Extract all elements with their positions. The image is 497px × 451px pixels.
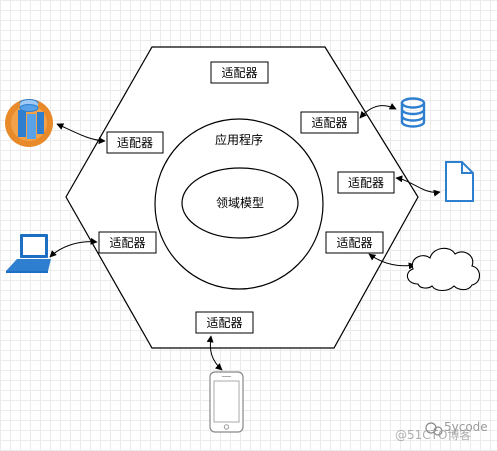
domain-model-label: 领域模型 [216, 196, 264, 210]
svg-text:适配器: 适配器 [221, 66, 257, 80]
adapter-upper-right: 适配器 [300, 111, 359, 134]
watermark: 5ycode @51CTO博客 [395, 420, 488, 442]
laptop-icon [6, 234, 51, 273]
adapter-top: 适配器 [210, 61, 269, 84]
domain-model-ellipse [181, 167, 299, 239]
application-label: 应用程序 [215, 132, 263, 147]
connector-server [56, 123, 106, 145]
svg-text:适配器: 适配器 [206, 316, 242, 330]
watermark-text: @51CTO博客 [395, 427, 471, 442]
adapter-lower-right: 适配器 [325, 231, 384, 254]
document-icon [445, 161, 474, 202]
adapter-right: 适配器 [337, 171, 395, 194]
svg-text:适配器: 适配器 [311, 116, 347, 130]
connector-document [395, 175, 441, 197]
adapter-upper-left: 适配器 [106, 131, 164, 154]
svg-text:适配器: 适配器 [117, 136, 153, 150]
cloud-icon [406, 247, 481, 292]
adapter-bottom: 适配器 [195, 311, 254, 334]
connector-cloud [368, 253, 416, 270]
database-icon [400, 97, 426, 128]
svg-text:适配器: 适配器 [336, 236, 372, 250]
svg-text:适配器: 适配器 [348, 176, 384, 190]
svg-text:适配器: 适配器 [109, 236, 145, 250]
server-cluster-icon [5, 99, 53, 147]
mobile-phone-icon [209, 371, 244, 433]
watermark-brand: 5ycode [444, 420, 488, 434]
adapter-lower-left: 适配器 [98, 231, 157, 254]
connector-database [359, 103, 397, 119]
connector-phone [206, 335, 223, 371]
connector-laptop [49, 237, 98, 258]
